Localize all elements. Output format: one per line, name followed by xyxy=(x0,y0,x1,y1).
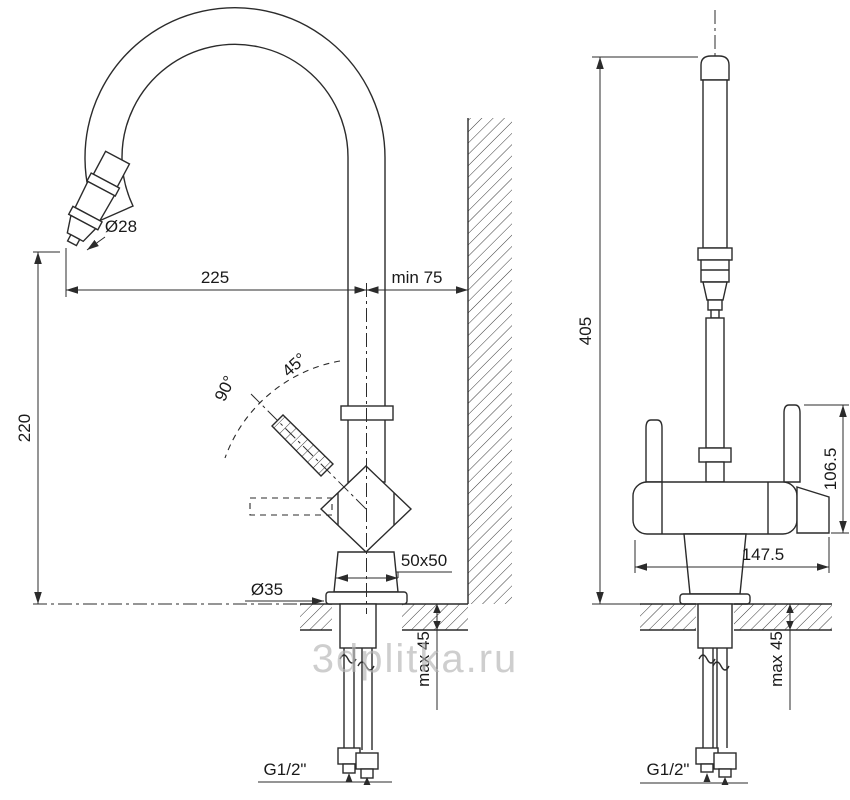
dim-thread-side-label: G1/2" xyxy=(264,760,307,779)
supply-hoses-side xyxy=(337,603,379,779)
dim-spout-height-label: 220 xyxy=(15,414,34,442)
dimensions-side xyxy=(33,236,468,785)
left-handle xyxy=(645,419,663,483)
faucet-body-front xyxy=(632,404,830,605)
leader-spout-diameter xyxy=(86,236,106,251)
side-lever xyxy=(796,486,830,534)
handle-horizontal-dashed xyxy=(249,497,333,516)
hose-break-mark xyxy=(712,661,730,671)
hose-connector xyxy=(355,752,379,770)
supply-hoses-front xyxy=(695,603,737,778)
dim-wall-clearance-label: min 75 xyxy=(391,268,442,287)
dim-swivel-half-label: 45° xyxy=(278,349,310,380)
watermark: 3dplitka.ru xyxy=(312,637,519,681)
spray-head xyxy=(66,150,131,247)
dim-base-size-label: 50x50 xyxy=(401,551,447,570)
dim-thread-front-label: G1/2" xyxy=(647,760,690,779)
countertop-section-front xyxy=(640,603,832,631)
dimensions-front xyxy=(592,56,849,785)
dim-spout-diameter-label: Ø28 xyxy=(105,217,137,236)
hose-break-mark xyxy=(698,654,716,664)
dim-body-width-label: 147.5 xyxy=(742,545,785,564)
countertop-section-side xyxy=(300,603,468,631)
faucet-spout xyxy=(84,7,386,483)
dim-hole-diameter-label: Ø35 xyxy=(251,580,283,599)
faucet-column-front xyxy=(697,55,733,483)
swivel-arc xyxy=(224,360,341,459)
hose-connector xyxy=(713,752,737,770)
wall-section xyxy=(467,118,512,604)
dim-handle-height-label: 106.5 xyxy=(821,448,840,491)
dim-reach-label: 225 xyxy=(201,268,229,287)
dim-total-height-label: 405 xyxy=(576,317,595,345)
hose-break-mark xyxy=(357,661,375,671)
dim-swivel-full-label: 90° xyxy=(211,373,239,404)
handle-swivel xyxy=(224,360,367,516)
dim-deck-thickness-front-label: max 45 xyxy=(767,631,786,687)
handle-45-solid xyxy=(271,414,334,477)
dim-deck-thickness-side-label: max 45 xyxy=(414,631,433,687)
front-view: 405 106.5 147.5 max 45 G1/2" xyxy=(576,10,849,785)
hose-break-mark xyxy=(339,654,357,664)
right-handle xyxy=(783,404,801,483)
